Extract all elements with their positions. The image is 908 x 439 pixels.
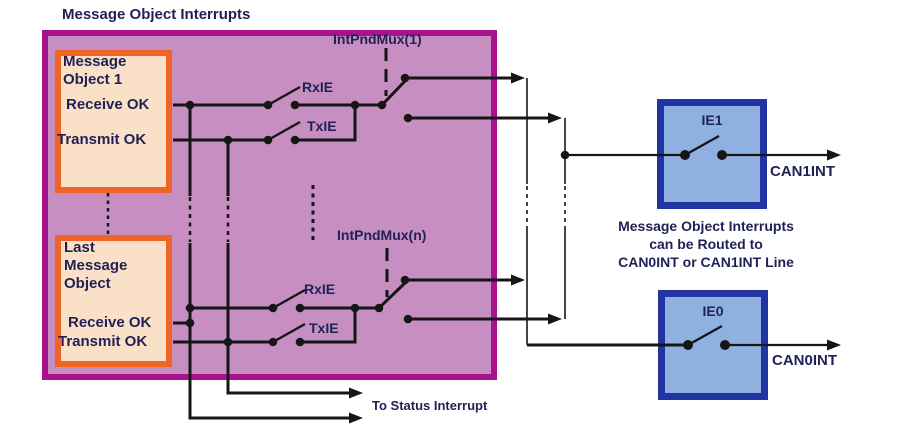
arrowheads [349,72,841,424]
arrow-muxn-out1 [511,274,525,286]
mux1-txie-label: TxIE [307,118,337,134]
arrow-can0int [827,339,841,351]
muxn-rxie-label: RxIE [304,281,336,297]
diagram-title: Message Object Interrupts [62,6,251,23]
mux1-selector-arm [380,78,408,107]
arrow-mux1-out1 [511,72,525,84]
can0int-label: CAN0INT [772,352,838,369]
mux1-rxie-label: RxIE [302,79,334,95]
txien-switch-arm [272,322,306,344]
transmit-bus-bottom [226,243,350,395]
arrow-muxn-out2 [548,313,562,325]
muxn-label: IntPndMux(n) [337,227,427,243]
ie-wires [565,153,828,347]
junction-dots [185,73,730,350]
arrow-can1int [827,149,841,161]
arrow-mux1-out2 [548,112,562,124]
muxn-txie-label: TxIE [309,320,339,336]
last-obj-name-line2: Message [64,257,128,274]
last-obj-name-line1: Last [64,239,95,256]
last-message-object-box [55,235,172,367]
last-obj-transmit-ok-label: Transmit OK [58,333,148,350]
obj1-txie-out-wire [295,105,357,142]
last-txie-out-wire [300,308,357,344]
dashed-marks [106,48,389,297]
status-interrupt-label: To Status Interrupt [372,398,488,413]
can1int-label: CAN1INT [770,163,836,180]
mux1-label: IntPndMux(1) [333,31,422,47]
ie0-switch-arm [687,324,723,347]
receive-bus-bottom [188,243,350,420]
routing-note-line2: can be Routed to [649,236,763,252]
routing-note-line3: CAN0INT or CAN1INT Line [618,254,794,270]
rxie1-switch-arm [267,85,301,107]
arrow-status-rx [349,412,363,424]
ie1-label: IE1 [701,112,723,128]
arrow-status-tx [349,387,363,399]
routing-note: Message Object Interrupts can be Routed … [580,217,832,271]
txie1-switch-arm [267,120,301,142]
msg-obj1-transmit-ok-label: Transmit OK [57,131,147,148]
msg-obj1-name-line2: Object 1 [63,71,123,88]
message-object-1-box [55,50,172,193]
ie1-switch-arm [684,134,720,157]
msg-obj1-receive-ok-label: Receive OK [66,96,150,113]
rxien-switch-arm [272,288,306,310]
ie0-label: IE0 [702,303,724,319]
last-obj-name-line3: Object [64,275,111,292]
switch-arms [267,78,723,347]
last-obj-receive-ok-label: Receive OK [68,314,152,331]
muxn-selector-arm [377,280,408,310]
msg-obj1-name-line1: Message [63,53,127,70]
routing-note-line1: Message Object Interrupts [618,218,794,234]
